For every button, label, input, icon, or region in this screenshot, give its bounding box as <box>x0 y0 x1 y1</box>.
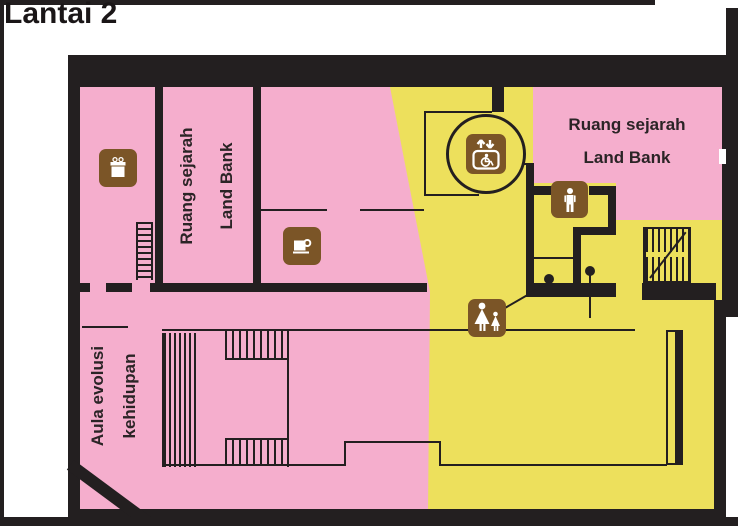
wall-segment <box>106 283 132 292</box>
wall-segment <box>150 283 427 292</box>
wall-segment <box>714 300 726 517</box>
frame-left <box>0 0 4 526</box>
wall-line <box>82 326 128 328</box>
staircase-small-left <box>136 222 153 280</box>
wall-line <box>344 442 346 466</box>
wall-line <box>424 111 426 196</box>
wall-segment <box>68 55 727 87</box>
wall-segment <box>608 186 616 235</box>
frame-right <box>726 8 738 317</box>
frame-top <box>0 0 655 5</box>
staircase-upper-strip <box>225 331 287 360</box>
room-label-aula: Aula evolusi kehidupan <box>82 346 146 446</box>
escalator-structure <box>666 330 683 465</box>
stair-flight <box>646 229 688 252</box>
mens-toilet-icon <box>551 181 588 218</box>
door-opening <box>719 149 727 164</box>
room-label-line: Aula evolusi <box>88 345 107 447</box>
wall-line <box>162 329 635 331</box>
door-pivot-dot <box>585 266 595 276</box>
wheelchair-accessible-elevator-icon <box>466 134 506 174</box>
womens-family-toilet-icon <box>468 299 506 337</box>
staircase-main-block <box>162 333 196 467</box>
frame-bottom <box>0 517 738 526</box>
wall-segment <box>526 186 552 195</box>
wall-line <box>439 441 441 466</box>
room-label-line: Ruang sejarah <box>177 127 196 245</box>
wall-line <box>534 257 573 259</box>
wall-segment <box>492 87 504 112</box>
page-title: Lantai 2 <box>4 0 118 30</box>
room-label-line: Ruang sejarah <box>568 115 686 134</box>
wall-line <box>424 194 479 196</box>
wall-line <box>439 464 667 466</box>
wall-line <box>344 441 441 443</box>
wall-segment <box>155 87 163 283</box>
room-label-line: Land Bank <box>217 142 236 230</box>
stair-flight <box>646 257 688 281</box>
wall-line <box>360 209 424 211</box>
wall-segment <box>526 163 534 290</box>
staircase-right <box>643 227 691 283</box>
elevator-circle <box>446 114 526 194</box>
wall-segment <box>253 87 261 283</box>
door-pivot-dot <box>544 274 554 284</box>
staircase-lower-strip <box>225 438 287 466</box>
wall-line <box>260 209 327 211</box>
gift-shop-icon <box>99 149 137 187</box>
wall-segment <box>526 283 616 297</box>
wall-line <box>424 111 492 113</box>
room-label-line: Land Bank <box>583 148 671 167</box>
room-label-sejarah-right: Ruang sejarah Land Bank <box>568 108 685 174</box>
wall-segment <box>589 186 616 195</box>
wall-segment <box>573 227 581 290</box>
cafe-icon <box>283 227 321 265</box>
wall-line <box>287 330 289 467</box>
wall-segment <box>573 227 616 235</box>
door-swing-line <box>589 272 591 318</box>
wall-segment <box>78 283 90 292</box>
wall-segment <box>68 55 80 517</box>
room-label-line: kehidupan <box>120 353 139 439</box>
room-label-sejarah-left: Ruang sejarah Land Bank <box>167 127 247 244</box>
wall-segment <box>642 283 716 300</box>
